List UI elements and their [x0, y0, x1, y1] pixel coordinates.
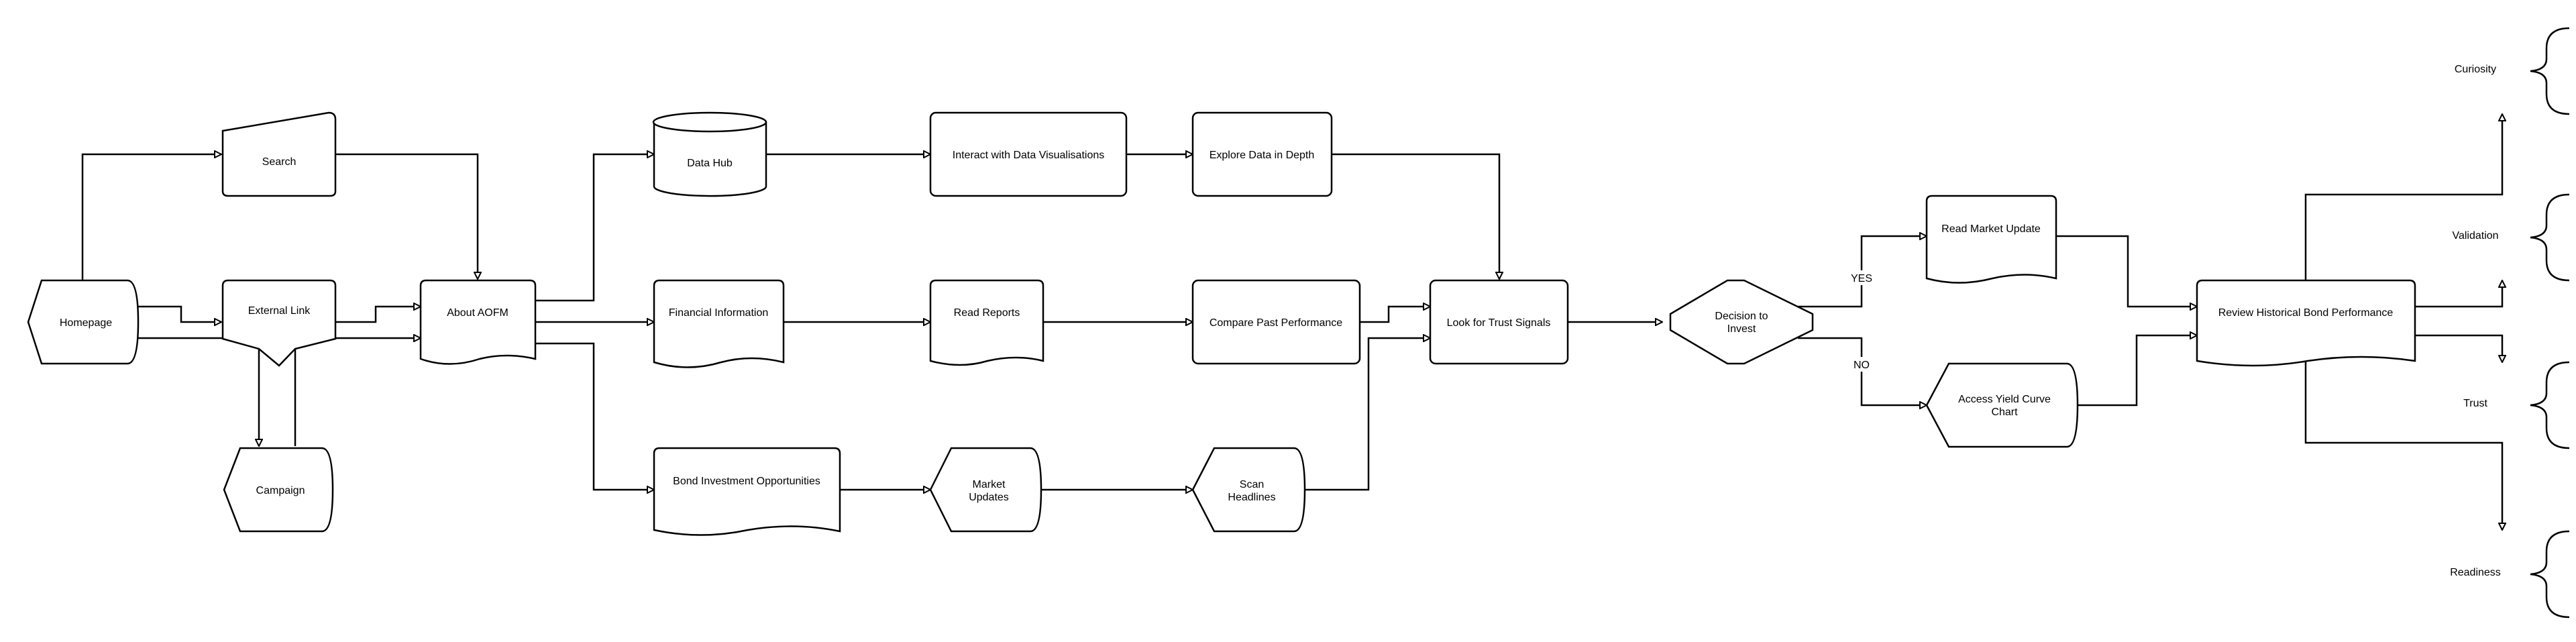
node-interact-data-visualisations-label: Interact with Data Visualisations: [953, 150, 1104, 161]
edge-review-curiosity: [2304, 114, 2502, 280]
edge-yield-curve-review: [2078, 335, 2197, 407]
node-market-updates[interactable]: Market Updates: [929, 447, 1042, 533]
edge-compare-trust-signals: [1360, 307, 1430, 323]
node-scan-headlines-label-line2: Headlines: [1228, 492, 1275, 503]
node-look-for-trust-signals-label: Look for Trust Signals: [1447, 317, 1551, 329]
node-external-link-label: External Link: [248, 305, 311, 317]
edge-homepage-external-link: [137, 305, 221, 322]
outcome-readiness-label: Readiness: [2450, 567, 2501, 578]
node-about-aofm[interactable]: About AOFM: [419, 279, 537, 365]
node-scan-headlines-label-line1: Scan: [1240, 479, 1264, 490]
node-read-reports-label: Read Reports: [954, 307, 1020, 319]
node-look-for-trust-signals[interactable]: Look for Trust Signals: [1429, 279, 1569, 365]
node-about-aofm-label: About AOFM: [447, 307, 508, 319]
edge-homepage-search: [81, 154, 221, 280]
connectors: [81, 114, 2502, 530]
edge-review-validation: [2415, 280, 2502, 308]
node-search[interactable]: Search: [221, 111, 337, 197]
node-data-hub-label: Data Hub: [687, 158, 733, 169]
brace-validation-icon: [2530, 193, 2570, 282]
node-scan-headlines[interactable]: Scan Headlines: [1191, 447, 1306, 533]
edge-review-trust: [2415, 334, 2502, 362]
node-financial-information-label: Financial Information: [669, 307, 769, 319]
node-external-link[interactable]: External Link: [221, 279, 337, 367]
edge-label-no: NO: [1854, 360, 1870, 371]
edge-review-readiness: [2304, 359, 2502, 530]
edge-search-about: [335, 153, 478, 279]
node-interact-data-visualisations[interactable]: Interact with Data Visualisations: [929, 111, 1128, 197]
node-market-updates-label-line1: Market: [973, 479, 1006, 490]
edge-read-market-update-review: [2056, 235, 2197, 307]
outcome-curiosity-label: Curiosity: [2455, 64, 2496, 75]
node-access-yield-curve-chart[interactable]: Access Yield Curve Chart: [1925, 362, 2079, 448]
node-decision-to-invest[interactable]: Decision to Invest: [1669, 279, 1814, 365]
node-campaign[interactable]: Campaign: [223, 447, 334, 533]
edge-explore-trust-signals: [1332, 153, 1499, 279]
node-read-market-update[interactable]: Read Market Update: [1925, 195, 2057, 284]
node-financial-information[interactable]: Financial Information: [653, 279, 785, 368]
node-read-reports[interactable]: Read Reports: [929, 279, 1044, 366]
node-campaign-label: Campaign: [256, 485, 305, 496]
node-bond-investment-opportunities[interactable]: Bond Investment Opportunities: [653, 447, 841, 536]
node-explore-data-in-depth[interactable]: Explore Data in Depth: [1191, 111, 1333, 197]
edge-about-data-hub: [535, 154, 654, 302]
node-data-hub[interactable]: Data Hub: [652, 111, 767, 197]
brace-curiosity-icon: [2530, 27, 2570, 115]
node-decision-to-invest-label-line1: Decision to: [1715, 311, 1768, 322]
node-read-market-update-label: Read Market Update: [1941, 223, 2041, 235]
edge-scan-trust-signals: [1305, 338, 1430, 491]
node-review-historical-bond-performance[interactable]: Review Historical Bond Performance: [2196, 279, 2416, 367]
node-homepage[interactable]: Homepage: [27, 279, 140, 365]
node-explore-data-in-depth-label: Explore Data in Depth: [1210, 150, 1315, 161]
outcome-trust-label: Trust: [2463, 398, 2487, 409]
node-search-label: Search: [262, 156, 297, 168]
node-access-yield-curve-chart-label-line1: Access Yield Curve: [1958, 394, 2051, 405]
node-market-updates-label-line2: Updates: [969, 492, 1009, 503]
edge-label-yes: YES: [1851, 273, 1872, 284]
outcome-validation-label: Validation: [2452, 230, 2498, 242]
node-compare-past-performance-label: Compare Past Performance: [1210, 317, 1342, 329]
brace-trust-icon: [2530, 361, 2570, 449]
node-bond-investment-opportunities-label: Bond Investment Opportunities: [673, 476, 820, 487]
edge-external-link-about: [335, 307, 421, 323]
node-review-historical-bond-performance-label: Review Historical Bond Performance: [2218, 307, 2394, 319]
brace-readiness-icon: [2530, 530, 2570, 619]
node-compare-past-performance[interactable]: Compare Past Performance: [1191, 279, 1361, 365]
node-access-yield-curve-chart-label-line2: Chart: [1991, 407, 2018, 418]
node-homepage-label: Homepage: [60, 317, 112, 329]
edge-about-bond-opps: [535, 342, 654, 490]
node-decision-to-invest-label-line2: Invest: [1727, 323, 1756, 335]
